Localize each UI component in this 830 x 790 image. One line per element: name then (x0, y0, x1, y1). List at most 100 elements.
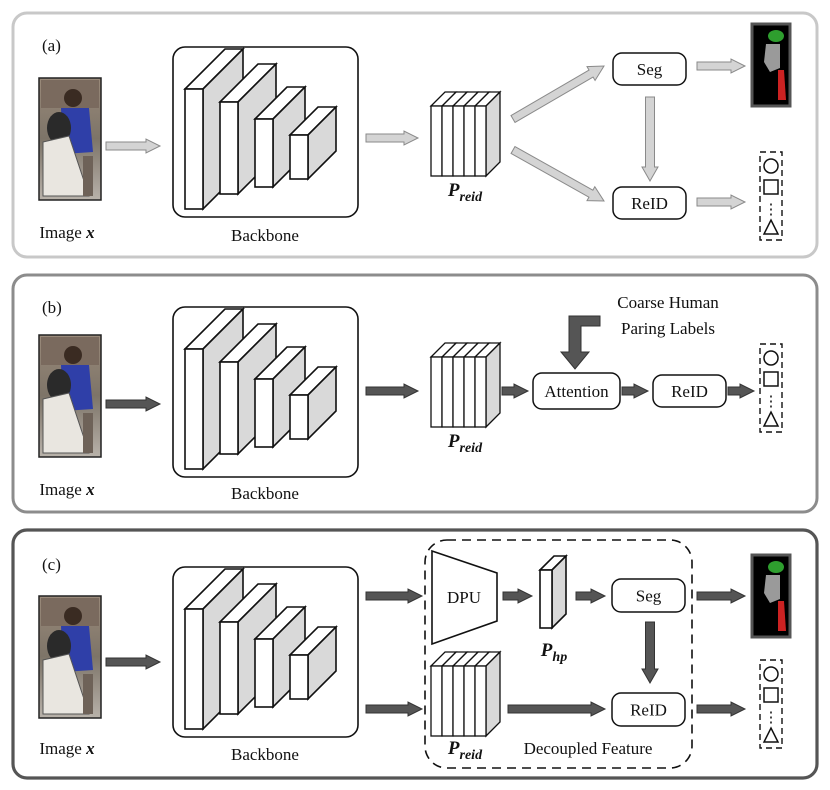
arrow-seg-to-reid (641, 96, 659, 183)
feature-slice (474, 356, 487, 428)
seg-module: Seg (612, 52, 687, 86)
dpu-block (431, 549, 498, 646)
id-bracket (759, 343, 783, 433)
panel-a-tag: (a) (42, 36, 61, 55)
panel-b-tag: (b) (42, 298, 62, 317)
circle-shape-icon (763, 666, 779, 682)
feature-side (485, 90, 501, 178)
ellipsis-dots: ⋮ (764, 710, 779, 726)
arrow-backbone-to-feature (365, 130, 420, 146)
slab-front (289, 394, 309, 440)
decoupled-feature-label: Decoupled Feature (524, 739, 653, 758)
triangle-shape-icon (762, 726, 780, 743)
input-image (38, 334, 102, 458)
slab-side (551, 554, 567, 630)
slab-front (219, 361, 239, 455)
arrow-backbone-to-feature (365, 701, 424, 717)
slab-front (219, 621, 239, 715)
person-head (64, 607, 82, 625)
feature-p-reid (429, 341, 502, 429)
arrow-feature-to-reid (507, 701, 607, 717)
p-reid-label: Preid (447, 738, 483, 763)
panel-b: (b) Image x Backbone Preid Attention Coarse H… (11, 273, 819, 514)
reid-module-box (612, 186, 687, 220)
arrow-backbone-to-dpu (365, 588, 424, 604)
feature-p-reid (429, 650, 502, 738)
attention-module-box (532, 372, 621, 410)
identity-shapes: ⋮ (759, 659, 783, 749)
dpu-label: DPU (447, 588, 481, 607)
feature-side (485, 341, 501, 429)
panel-c-border (11, 528, 819, 780)
backbone-layer-4 (288, 365, 338, 441)
panel-a-border (11, 11, 819, 259)
decoupled-feature-region (424, 539, 693, 769)
p-reid-label: Preid (447, 180, 483, 205)
attention-module: Attention (532, 372, 621, 410)
p-reid-label: Preid (447, 431, 483, 456)
reid-module: ReID (611, 692, 686, 727)
arrow-seg-to-mask (696, 588, 747, 604)
circle-shape-icon (763, 158, 779, 174)
person-backpack (47, 369, 71, 401)
feature-slice (441, 665, 454, 737)
feature-slice (452, 105, 465, 177)
backbone-label: Backbone (231, 745, 299, 764)
image-label: Image x (39, 480, 95, 499)
arrow-feature-to-reid (510, 145, 605, 202)
feature-slice (441, 105, 454, 177)
input-image (38, 77, 102, 201)
arrow-feature-to-seg (510, 65, 605, 124)
person-legs (83, 674, 93, 714)
p-hp-label: Php (540, 640, 567, 665)
triangle-shape-icon (762, 218, 780, 235)
slab-front (184, 608, 204, 730)
square-shape-icon (763, 687, 779, 703)
mask-legs (778, 601, 786, 631)
seg-module: Seg (611, 578, 686, 613)
slab-front (219, 101, 239, 195)
reid-module-box (611, 692, 686, 727)
slab-front (289, 654, 309, 700)
reid-module-label: ReID (671, 382, 708, 401)
input-image (38, 595, 102, 719)
mask-legs (778, 70, 786, 100)
slab-front (184, 88, 204, 210)
reid-module: ReID (652, 374, 727, 408)
feature-slice (463, 665, 476, 737)
panel-c-tag: (c) (42, 555, 61, 574)
arrow-seg-to-reid (641, 621, 659, 685)
slab-front (289, 134, 309, 180)
arrow-feature-to-attention (501, 383, 530, 399)
arrow-labels-to-attention (559, 315, 601, 370)
arrow-image-to-backbone (105, 138, 162, 154)
ellipsis-dots: ⋮ (764, 202, 779, 218)
seg-module-label: Seg (637, 60, 663, 79)
square-shape-icon (763, 371, 779, 387)
backbone-label: Backbone (231, 484, 299, 503)
feature-slice (474, 665, 487, 737)
segmentation-mask (750, 553, 792, 639)
arrow-image-to-backbone (105, 654, 162, 670)
feature-slice (452, 356, 465, 428)
arrow-attention-to-reid (621, 383, 650, 399)
person-legs (83, 413, 93, 453)
feature-slice (430, 665, 443, 737)
feature-slice (452, 665, 465, 737)
reid-module-label: ReID (631, 194, 668, 213)
feature-slice (430, 356, 443, 428)
backbone-label: Backbone (231, 226, 299, 245)
coarse-labels-line2: Paring Labels (621, 319, 715, 338)
mask-torso (764, 575, 780, 603)
feature-slice (463, 105, 476, 177)
identity-shapes: ⋮ (759, 343, 783, 433)
seg-module-label: Seg (636, 587, 662, 606)
coarse-labels-line1: Coarse Human (617, 293, 719, 312)
person-head (64, 346, 82, 364)
attention-module-label: Attention (544, 382, 609, 401)
feature-slice (441, 356, 454, 428)
identity-shapes: ⋮ (759, 151, 783, 241)
feature-p-hp (538, 554, 568, 630)
